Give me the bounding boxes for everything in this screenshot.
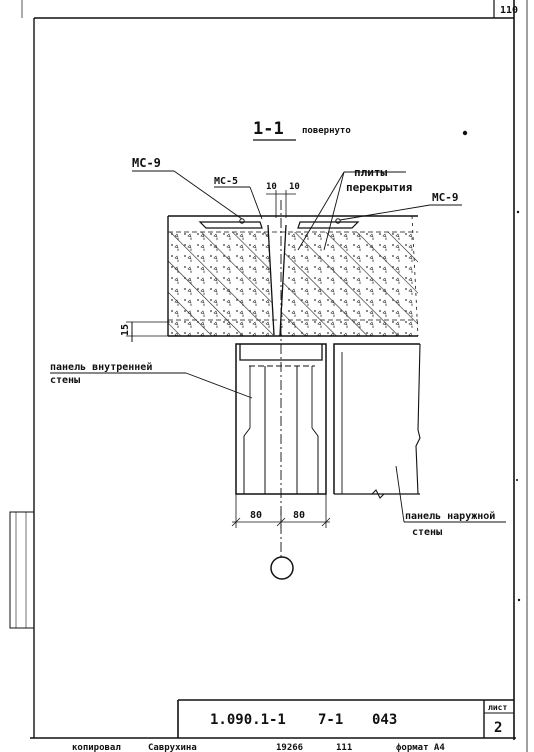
inner-wall-panel	[235, 343, 327, 495]
section-title: 1-1 повернуто	[253, 119, 351, 141]
label-outer-panel-line1: панель наружной	[405, 510, 495, 522]
svg-text:80: 80	[250, 510, 262, 521]
leader-lines	[50, 170, 506, 523]
scan-specks	[462, 130, 521, 602]
label-mc9-right: МС-9	[432, 191, 459, 204]
dimension-width-80-80: 80 80	[231, 494, 331, 528]
svg-text:80: 80	[293, 510, 305, 521]
title-block	[177, 699, 514, 738]
corner-sheet-number: 110	[493, 0, 518, 18]
footer-name: Саврухина	[148, 743, 197, 752]
dimension-gap-10-10: 10 10	[266, 182, 300, 218]
doc-issue: 7-1	[318, 712, 343, 728]
axis-marker-circle	[270, 556, 294, 580]
label-inner-panel-line2: стены	[50, 375, 80, 386]
floor-slabs	[167, 215, 419, 337]
section-label: 1-1	[253, 119, 284, 139]
section-note: повернуто	[302, 126, 351, 136]
dimension-height-15: 15	[120, 321, 170, 342]
footer-format: формат А4	[396, 743, 445, 752]
svg-text:110: 110	[500, 5, 518, 16]
doc-page: 043	[372, 712, 397, 728]
sheet-value: 2	[494, 720, 502, 736]
footer-copied: копировал	[72, 743, 121, 752]
label-slabs-line1: плиты	[354, 166, 387, 179]
label-inner-panel-line1: панель внутренней	[50, 361, 152, 373]
sheet-label: лист	[488, 703, 507, 712]
outer-wall-panel	[333, 343, 421, 499]
sheet-frame	[9, 0, 528, 752]
footer-order: 19266	[276, 743, 303, 752]
label-outer-panel-line2: стены	[412, 527, 442, 538]
label-mc5: МС-5	[214, 176, 238, 187]
label-mc9-left: МС-9	[132, 156, 161, 170]
svg-text:15: 15	[120, 324, 131, 336]
doc-code: 1.090.1-1	[210, 712, 286, 728]
svg-text:10: 10	[266, 182, 277, 192]
footer-count: 111	[336, 743, 352, 752]
svg-text:10: 10	[289, 182, 300, 192]
label-slabs-line2: перекрытия	[346, 181, 412, 194]
